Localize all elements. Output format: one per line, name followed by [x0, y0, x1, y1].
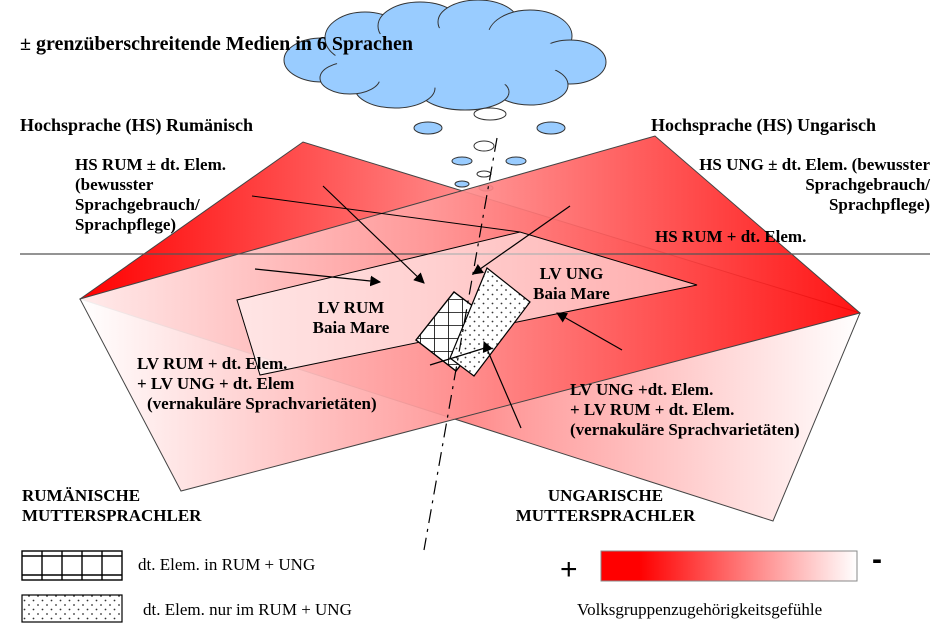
- legend-gradient-bar: [600, 550, 858, 582]
- arrows: [254, 185, 623, 429]
- legend-minus-sign: -: [872, 543, 882, 576]
- label-hs-rumanian: Hochsprache (HS) Rumänisch: [20, 115, 254, 135]
- label-hs-hungarian: Hochsprache (HS) Ungarisch: [651, 115, 876, 135]
- legend-dots-swatch: [21, 594, 123, 623]
- dashed-axis: [423, 137, 498, 551]
- label-lv-rumanian: LV RUM Baia Mare: [312, 298, 390, 338]
- dotted-rectangle: [449, 267, 531, 377]
- legend-gradient-caption: Volksgruppenzugehörigkeitsgefühle: [577, 600, 823, 619]
- label-hs-rum-plus: HS RUM + dt. Elem.: [655, 227, 807, 246]
- label-romanian-speakers: RUMÄNISCHE MUTTERSPRACHLER: [22, 486, 202, 526]
- label-lv-hungarian: LV UNG Baia Mare: [533, 264, 610, 304]
- legend-plus-sign: +: [560, 553, 578, 586]
- label-lv-ung-desc: LV UNG +dt. Elem. + LV RUM + dt. Elem. (…: [570, 380, 800, 440]
- cloud-shape: [283, 0, 607, 192]
- label-lv-rum-desc: LV RUM + dt. Elem. + LV UNG + dt. Elem (…: [137, 354, 377, 414]
- legend-dots-label: dt. Elem. nur im RUM + UNG: [143, 600, 352, 619]
- diagram-title: ± grenzüberschreitende Medien in 6 Sprac…: [20, 33, 413, 55]
- label-hungarian-speakers: UNGARISCHE MUTTERSPRACHLER: [515, 486, 696, 526]
- legend-grid-label: dt. Elem. in RUM + UNG: [138, 555, 316, 574]
- label-hs-ung-desc: HS UNG ± dt. Elem. (bewusster Sprachgebr…: [699, 155, 930, 215]
- label-hs-rum-desc: HS RUM ± dt. Elem. (bewusster Sprachgebr…: [75, 155, 226, 235]
